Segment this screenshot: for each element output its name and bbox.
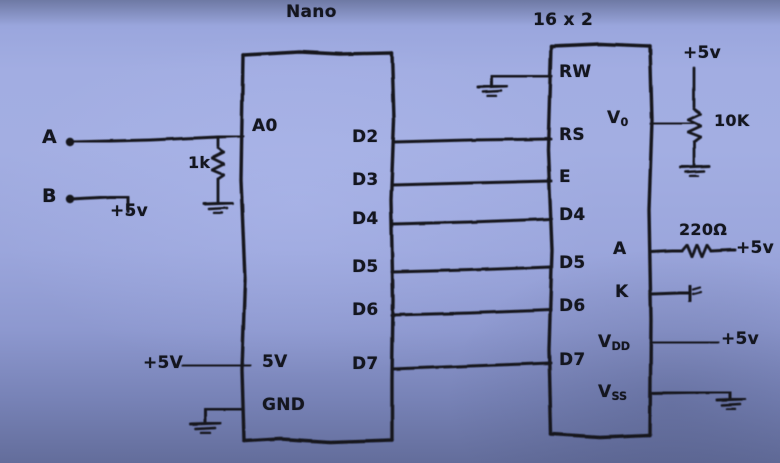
lcd-pin-cathode: K — [615, 284, 628, 301]
ground-symbol-nano — [189, 421, 222, 435]
lcd-pin-d6: D6 — [559, 296, 586, 316]
lcd-pin-d4: D4 — [559, 205, 586, 225]
nano-pin-d4: D4 — [352, 209, 379, 229]
nano-box-outline — [239, 50, 396, 444]
lcd-pin-cathode-main: K — [615, 282, 629, 302]
ground-symbol-rw — [476, 84, 508, 98]
nano-title: Nano — [286, 2, 337, 22]
lcd-pin-vss-sub: SS — [611, 390, 628, 404]
terminal-label-a: A — [42, 126, 58, 148]
lcd-pin-e: E — [559, 167, 571, 187]
lcd-pin-v0-main: V — [607, 108, 621, 128]
nano-pin-d2: D2 — [352, 127, 379, 147]
nano-pin-gnd: GND — [262, 395, 306, 415]
lcd-pin-d7: D7 — [559, 350, 586, 370]
lcd-pin-vdd: VDD — [598, 332, 631, 354]
pot-supply-label: +5v — [683, 43, 722, 63]
backlight-resistor-label: 220Ω — [679, 220, 728, 239]
contrast-pot-10k — [686, 66, 703, 168]
pulldown-resistor-1k — [210, 135, 226, 205]
ground-symbol-pot — [678, 164, 711, 178]
ground-symbol-pulldown — [202, 201, 234, 215]
lcd-title: 16 x 2 — [533, 10, 594, 30]
nano-pin-d6: D6 — [352, 300, 379, 320]
lcd-box-outline — [546, 42, 654, 439]
nano-pin-d3: D3 — [352, 170, 379, 190]
terminal-label-b: B — [42, 185, 57, 207]
nano-pin-d5: D5 — [352, 257, 379, 277]
lcd-pin-anode: A — [613, 241, 626, 258]
nano-pin-d7: D7 — [352, 354, 379, 374]
nano-supply-label: +5V — [143, 353, 184, 373]
wire-lcd-rw-gnd — [490, 74, 553, 88]
lcd-pin-vss: VSS — [598, 382, 628, 404]
lcd-pin-anode-main: A — [613, 239, 627, 259]
wire-input-a — [68, 134, 245, 144]
lcd-pin-vdd-main: V — [598, 332, 612, 352]
vdd-supply-label: +5v — [721, 329, 760, 349]
nano-pin-5v: 5V — [262, 352, 288, 372]
bus-wires-nano-to-lcd — [390, 137, 553, 371]
wire-lcd-vdd — [649, 340, 720, 345]
wire-lcd-cathode-gnd — [649, 284, 703, 303]
wire-lcd-vss-gnd — [649, 390, 732, 401]
terminal-dot-b — [65, 194, 75, 204]
lcd-pin-v0: V0 — [607, 108, 629, 130]
wire-lcd-v0-pot — [649, 121, 696, 126]
lcd-pin-rs: RS — [559, 125, 585, 145]
wire-nano-5v — [181, 363, 252, 368]
lcd-pin-vdd-sub: DD — [611, 340, 631, 354]
nano-pin-a0: A0 — [252, 116, 278, 136]
lcd-pin-vss-main: V — [598, 382, 612, 402]
wire-nano-gnd — [203, 407, 245, 424]
ground-symbol-vss — [715, 397, 747, 411]
backlight-supply-label: +5v — [736, 238, 775, 258]
lcd-pin-d5: D5 — [559, 253, 586, 273]
wire-lcd-anode-220 — [649, 243, 737, 259]
lcd-pin-rw: RW — [559, 62, 592, 82]
terminal-dot-a — [65, 137, 75, 147]
lcd-pin-v0-sub: 0 — [620, 116, 629, 130]
pulldown-resistor-label: 1k — [188, 153, 211, 172]
contrast-pot-label: 10K — [714, 111, 750, 130]
wire-input-b — [68, 195, 130, 214]
terminal-b-supply-label: +5v — [110, 201, 149, 221]
